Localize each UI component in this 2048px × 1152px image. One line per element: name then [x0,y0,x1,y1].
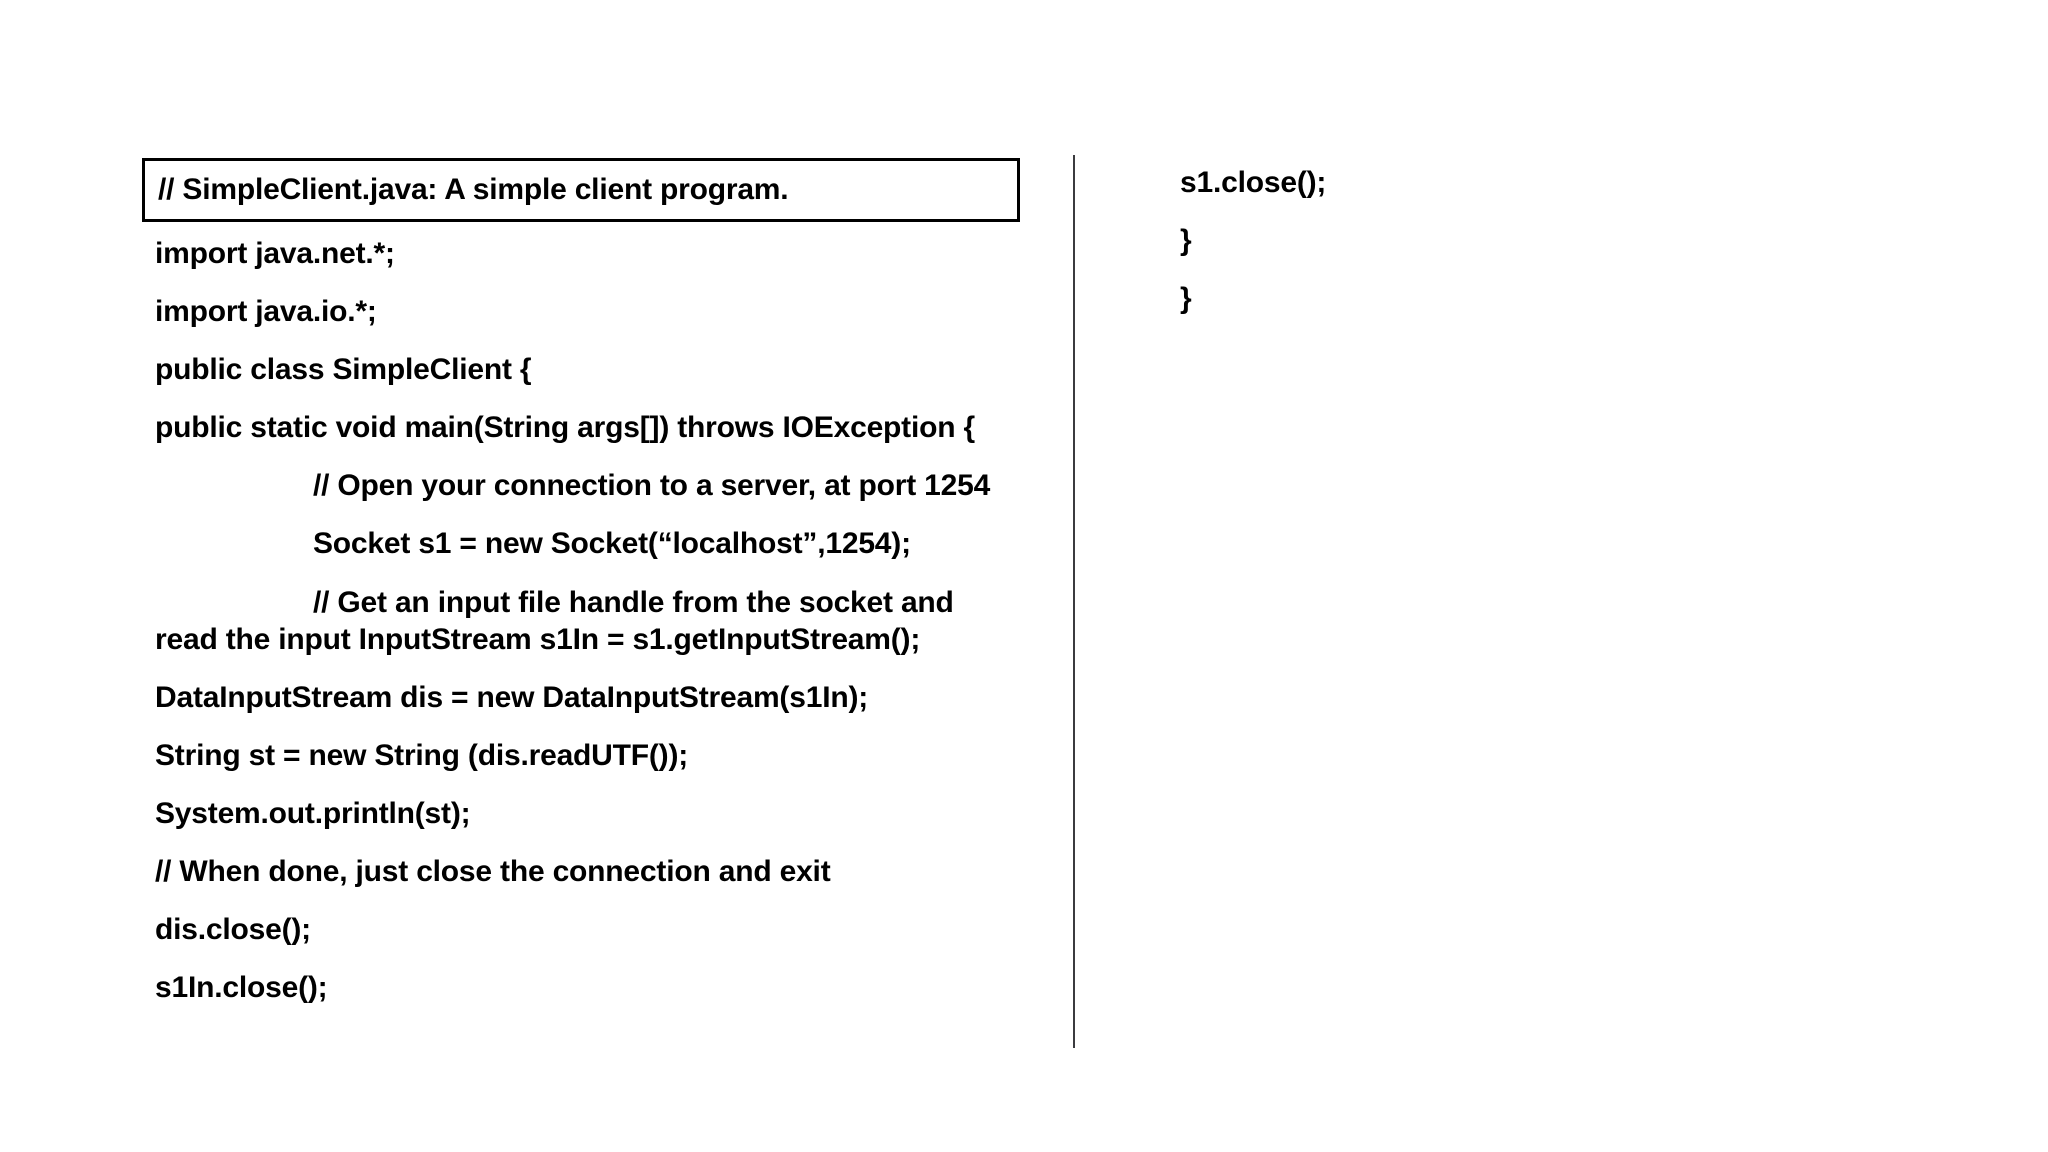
code-line: s1.close(); [1180,166,1327,199]
code-line: DataInputStream dis = new DataInputStrea… [155,681,869,714]
code-line: public static void main(String args[]) t… [155,411,975,444]
column-divider-line [1073,155,1075,1048]
code-line: } [1180,282,1192,315]
code-line: dis.close(); [155,913,311,946]
code-line: // Get an input file handle from the soc… [155,586,962,656]
code-line: s1In.close(); [155,971,328,1004]
code-line: import java.io.*; [155,295,377,328]
code-line: } [1180,224,1192,257]
code-line: System.out.println(st); [155,797,471,830]
right-code-column: s1.close(); } } [1180,165,1880,339]
left-code-column: import java.net.*; import java.io.*; pub… [155,236,1035,1028]
title-box: // SimpleClient.java: A simple client pr… [142,158,1020,222]
title-text: // SimpleClient.java: A simple client pr… [158,173,789,206]
code-line: import java.net.*; [155,237,395,270]
code-line: // When done, just close the connection … [155,855,831,888]
code-line: String st = new String (dis.readUTF()); [155,739,689,772]
code-line: public class SimpleClient { [155,353,532,386]
code-line: // Open your connection to a server, at … [313,469,991,502]
code-line: Socket s1 = new Socket(“localhost”,1254)… [313,527,911,560]
